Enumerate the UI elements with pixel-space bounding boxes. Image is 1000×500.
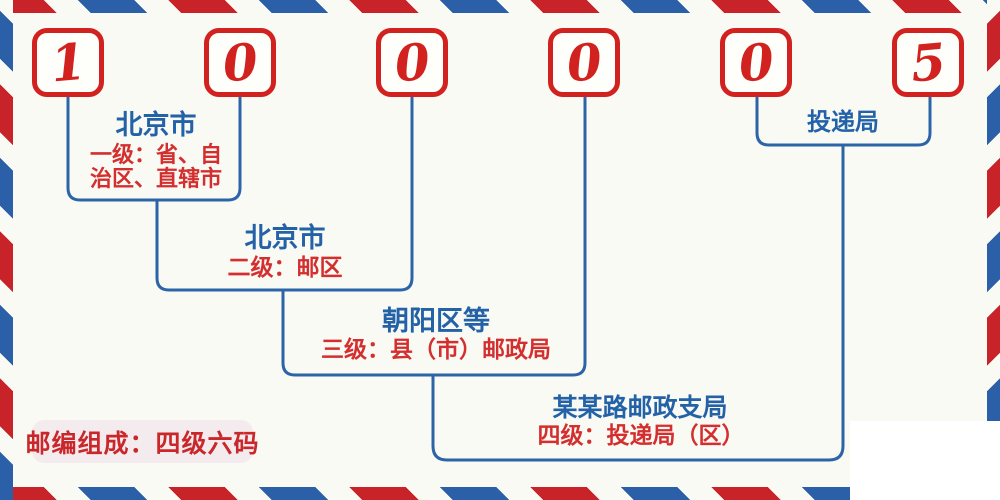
corner-mask <box>850 421 1000 500</box>
level-3-desc: 三级：县（市）邮政局 <box>321 337 551 363</box>
digit-1: 1 <box>48 31 88 93</box>
connector-level-1 <box>66 97 242 202</box>
digit-4: 0 <box>564 31 604 93</box>
digit-3: 0 <box>392 31 432 93</box>
level-1-name: 北京市 <box>115 110 197 141</box>
level-1-desc: 一级：省、自治区、直辖市 <box>89 143 222 192</box>
level-3-name: 朝阳区等 <box>382 306 490 337</box>
connector-delivery-office <box>755 97 932 147</box>
digit-box-6: 5 <box>892 28 964 97</box>
composition-badge-text: 邮编组成：四级六码 <box>25 428 260 458</box>
level-4-name: 某某路邮政支局 <box>552 393 728 422</box>
composition-badge: 邮编组成：四级六码 <box>26 420 259 463</box>
envelope-stripe-bottom <box>0 487 1000 500</box>
level-2-desc: 二级：邮区 <box>227 255 343 281</box>
delivery-office-label: 投递局 <box>807 107 879 136</box>
level-2-name: 北京市 <box>244 223 326 254</box>
digit-box-1: 1 <box>32 28 104 97</box>
digit-box-5: 0 <box>720 28 792 97</box>
digit-box-3: 0 <box>376 28 448 97</box>
digit-6: 5 <box>908 31 948 93</box>
envelope-stripe-top <box>0 0 1000 13</box>
digit-box-2: 0 <box>204 28 276 97</box>
connector-level-4 <box>431 145 845 462</box>
envelope-stripe-left <box>0 0 13 500</box>
digit-2: 0 <box>220 31 260 93</box>
level-4-desc: 四级：投递局（区） <box>537 423 745 449</box>
digit-5: 0 <box>736 31 776 93</box>
digit-box-4: 0 <box>548 28 620 97</box>
envelope-stripe-right <box>987 0 1000 500</box>
